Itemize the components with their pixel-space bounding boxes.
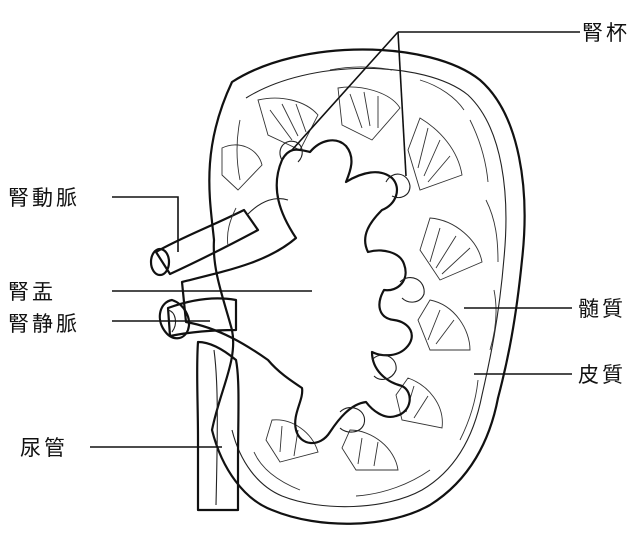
calyx-cup (340, 408, 365, 433)
leader-lines (90, 32, 580, 447)
kidney-capsule (209, 50, 524, 524)
cortex-inner-line (232, 68, 506, 506)
label-medulla: 髄質 (578, 297, 626, 321)
label-cortex: 皮質 (578, 363, 626, 387)
medullary-pyramids (222, 87, 482, 470)
label-calyx: 腎杯 (582, 21, 630, 45)
label-renal-pelvis: 腎盂 (8, 280, 56, 304)
renal-artery-vessel (151, 199, 288, 275)
label-ureter: 尿管 (20, 436, 68, 460)
label-renal-vein: 腎静脈 (8, 312, 80, 336)
calyx-cup (386, 174, 410, 197)
label-renal-artery: 腎動脈 (8, 186, 80, 210)
